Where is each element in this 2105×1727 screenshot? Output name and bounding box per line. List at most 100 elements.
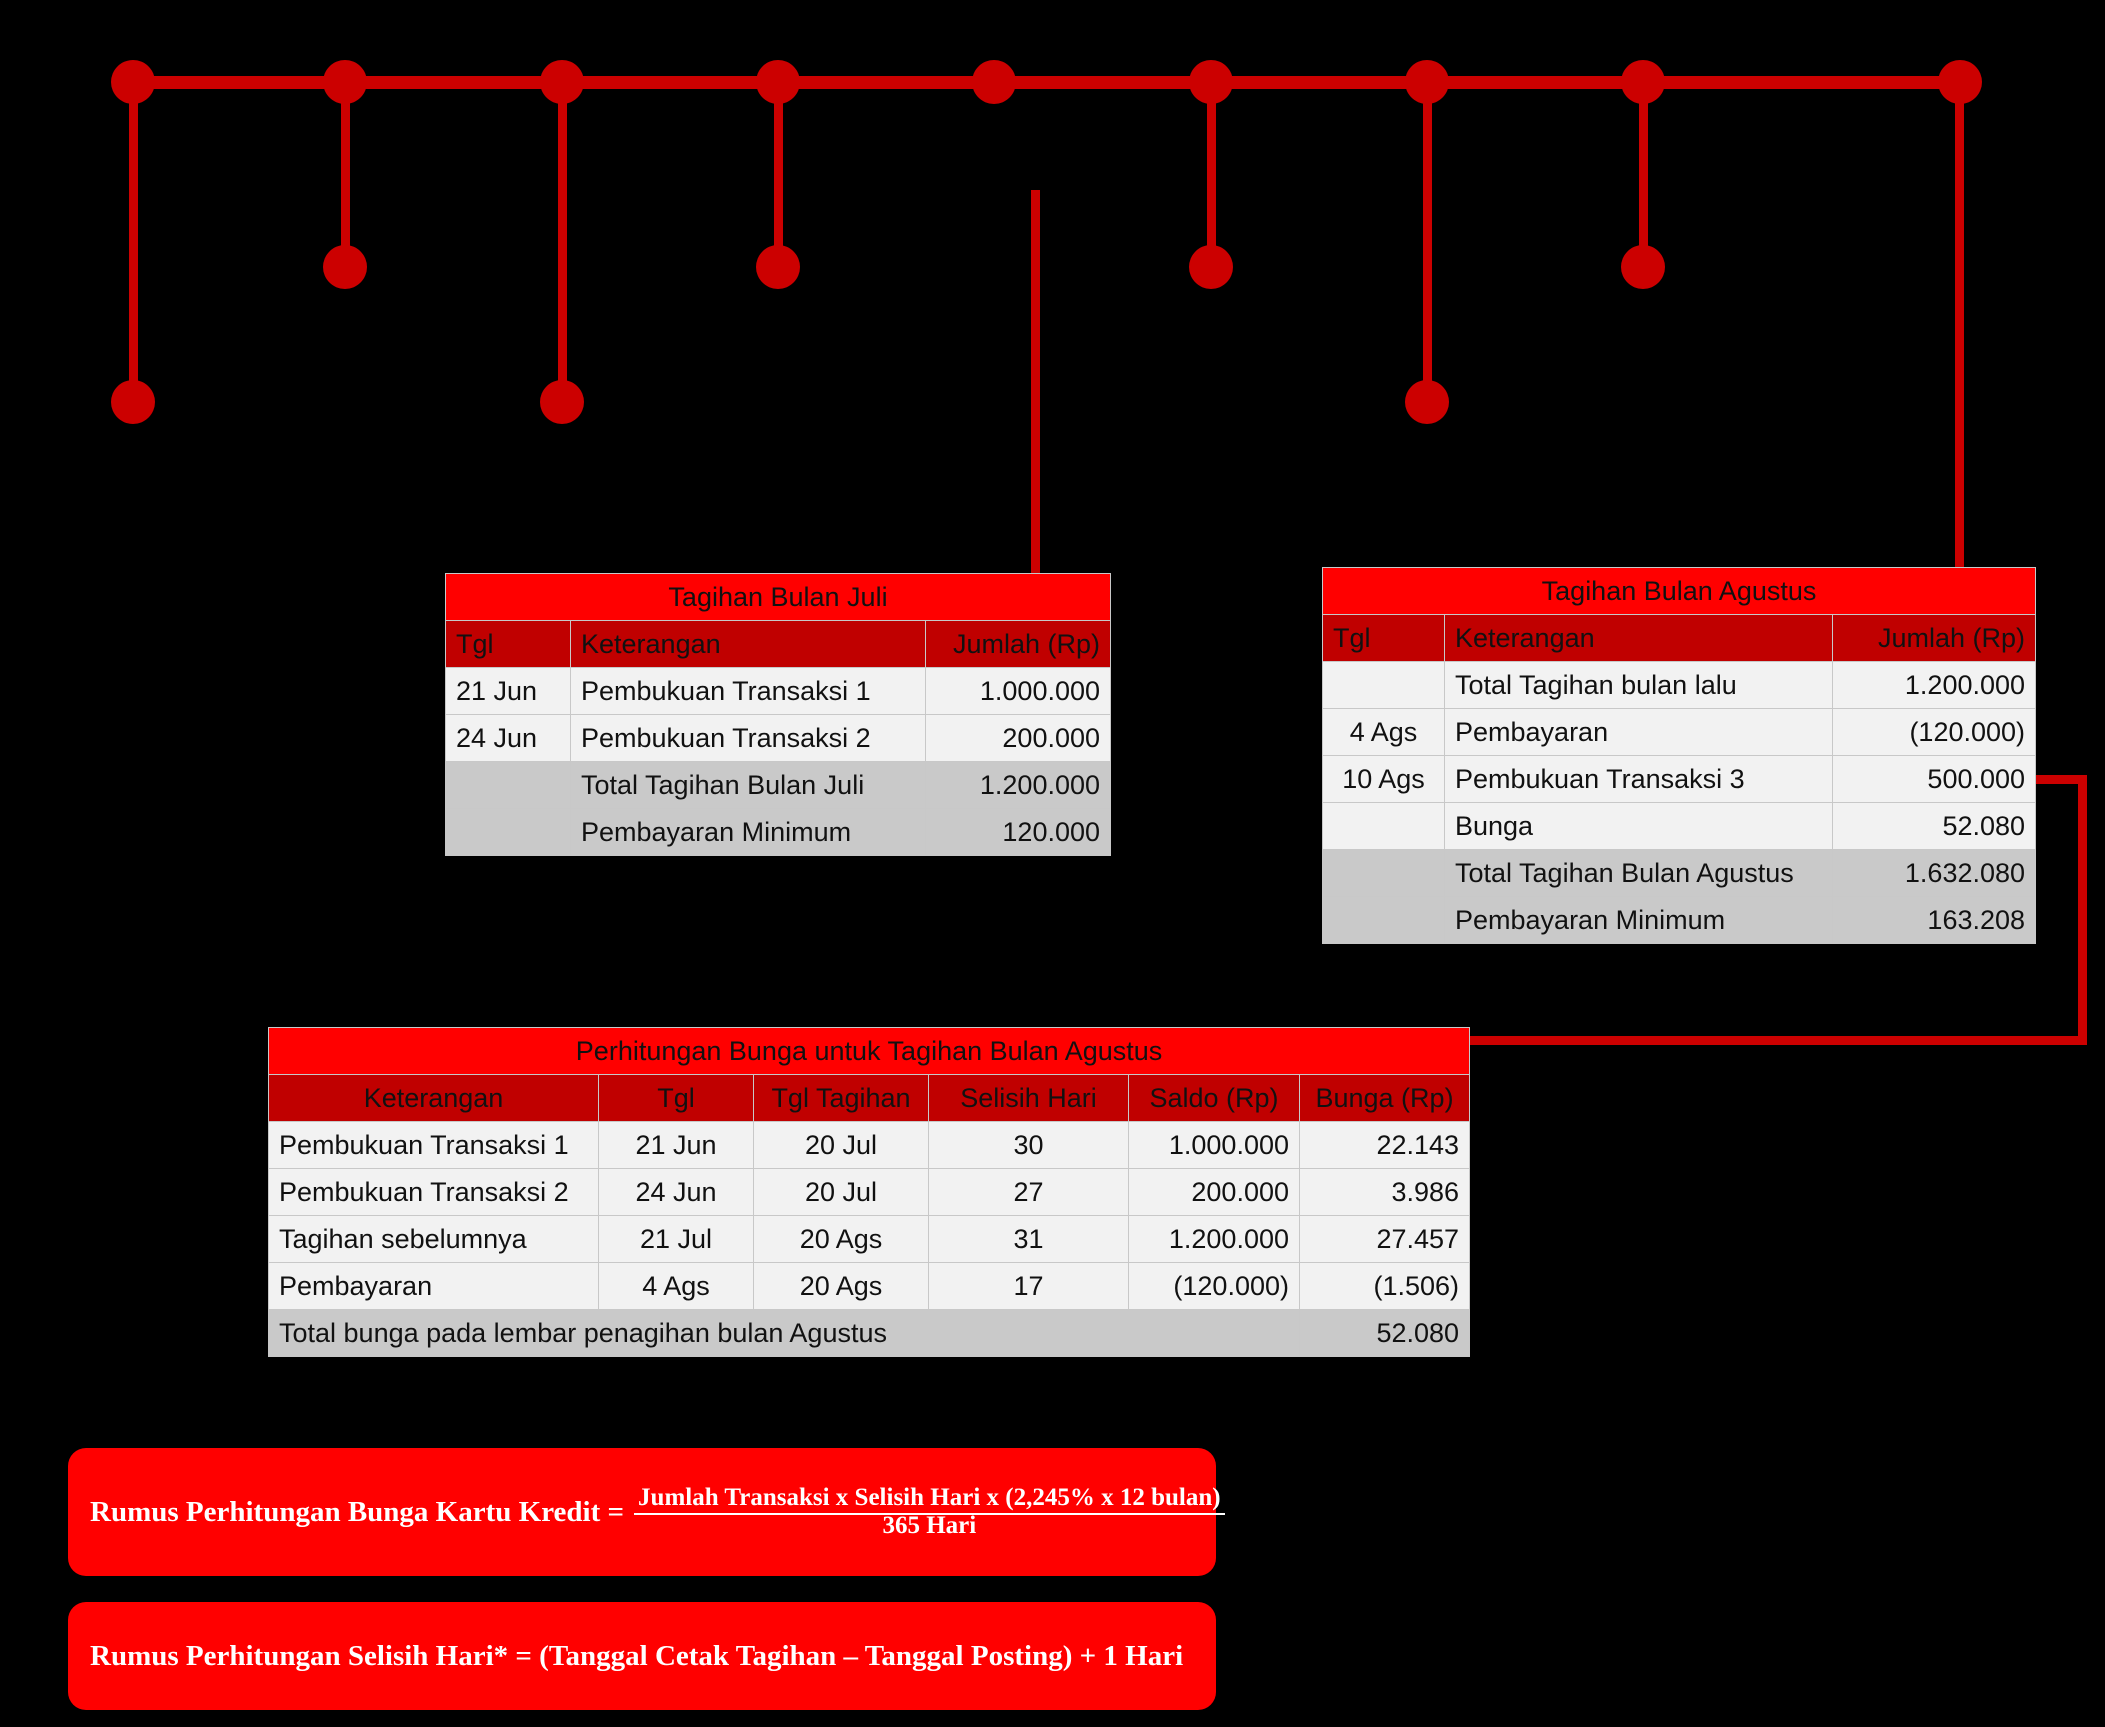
bunga-total-label: Total bunga pada lembar penagihan bulan … bbox=[268, 1309, 1300, 1357]
timeline-endpoint-dot-6[interactable] bbox=[1405, 380, 1449, 424]
bunga-row3-selisih: 17 bbox=[928, 1262, 1129, 1310]
agustus-header-row: Tgl Keterangan Jumlah (Rp) bbox=[1322, 614, 2037, 662]
bunga-row1-bunga: 3.986 bbox=[1298, 1168, 1471, 1216]
bunga-row1-keterangan: Pembukuan Transaksi 2 bbox=[268, 1168, 599, 1216]
bunga-header-saldo: Saldo (Rp) bbox=[1128, 1074, 1300, 1122]
agustus-row2-keterangan: Pembukuan Transaksi 3 bbox=[1444, 755, 1833, 803]
agustus-title-row: Tagihan Bulan Agustus bbox=[1321, 567, 2037, 615]
bunga-row0-tgl: 21 Jun bbox=[598, 1121, 754, 1169]
timeline-node-dot-3[interactable] bbox=[756, 60, 800, 104]
formula-selisih-hari-pill: Rumus Perhitungan Selisih Hari* = (Tangg… bbox=[68, 1602, 1216, 1710]
table-row: Total Tagihan Bulan Agustus 1.632.080 bbox=[1322, 849, 2037, 897]
timeline-stem-0 bbox=[128, 82, 138, 402]
juli-row1-tgl: 24 Jun bbox=[445, 714, 571, 762]
table-row: 21 Jun Pembukuan Transaksi 1 1.000.000 bbox=[445, 667, 1112, 715]
timeline-stem-1 bbox=[340, 82, 350, 267]
agustus-row1-keterangan: Pembayaran bbox=[1444, 708, 1833, 756]
juli-header-jumlah: Jumlah (Rp) bbox=[924, 620, 1112, 668]
agustus-row0-jumlah: 1.200.000 bbox=[1831, 661, 2037, 709]
agustus-row5-jumlah: 163.208 bbox=[1831, 896, 2037, 944]
table-row: Tagihan sebelumnya 21 Jul 20 Ags 31 1.20… bbox=[268, 1215, 1471, 1263]
bunga-row1-saldo: 200.000 bbox=[1128, 1168, 1300, 1216]
juli-table-connector bbox=[1031, 190, 1040, 575]
bunga-header-tgl: Tgl bbox=[598, 1074, 754, 1122]
formula-bunga-fraction: Jumlah Transaksi x Selisih Hari x (2,245… bbox=[634, 1484, 1225, 1540]
formula-bunga-pill: Rumus Perhitungan Bunga Kartu Kredit = J… bbox=[68, 1448, 1225, 1576]
formula-bunga-denominator: 365 Hari bbox=[882, 1512, 977, 1539]
agustus-row5-keterangan: Pembayaran Minimum bbox=[1444, 896, 1833, 944]
juli-row1-jumlah: 200.000 bbox=[924, 714, 1112, 762]
table-row: 24 Jun Pembukuan Transaksi 2 200.000 bbox=[445, 714, 1112, 762]
agustus-title: Tagihan Bulan Agustus bbox=[1321, 567, 2037, 615]
agustus-row3-keterangan: Bunga bbox=[1444, 802, 1833, 850]
juli-row3-keterangan: Pembayaran Minimum bbox=[570, 808, 926, 856]
agustus-header-keterangan: Keterangan bbox=[1444, 614, 1833, 662]
timeline-node-dot-4[interactable] bbox=[972, 60, 1016, 104]
timeline-endpoint-dot-1[interactable] bbox=[323, 245, 367, 289]
agustus-row4-jumlah: 1.632.080 bbox=[1831, 849, 2037, 897]
bunga-row3-bunga: (1.506) bbox=[1298, 1262, 1471, 1310]
bunga-header-selisih: Selisih Hari bbox=[928, 1074, 1129, 1122]
bunga-header-row: Keterangan Tgl Tgl Tagihan Selisih Hari … bbox=[268, 1074, 1471, 1122]
timeline-stem-5 bbox=[1206, 82, 1216, 267]
juli-row1-keterangan: Pembukuan Transaksi 2 bbox=[570, 714, 926, 762]
timeline-endpoint-dot-3[interactable] bbox=[756, 245, 800, 289]
bunga-row0-tgl-tagihan: 20 Jul bbox=[753, 1121, 929, 1169]
bunga-header-keterangan: Keterangan bbox=[268, 1074, 599, 1122]
timeline-node-dot-6[interactable] bbox=[1405, 60, 1449, 104]
juli-row2-tgl bbox=[445, 761, 571, 809]
table-tagihan-juli: Tagihan Bulan Juli Tgl Keterangan Jumlah… bbox=[444, 573, 1112, 856]
agustus-row2-tgl: 10 Ags bbox=[1322, 755, 1445, 803]
juli-row0-jumlah: 1.000.000 bbox=[924, 667, 1112, 715]
bunga-row2-saldo: 1.200.000 bbox=[1128, 1215, 1300, 1263]
timeline-node-dot-1[interactable] bbox=[323, 60, 367, 104]
agustus-row2-jumlah: 500.000 bbox=[1831, 755, 2037, 803]
juli-title: Tagihan Bulan Juli bbox=[444, 573, 1112, 621]
bunga-row2-bunga: 27.457 bbox=[1298, 1215, 1471, 1263]
bunga-header-tgl-tagihan: Tgl Tagihan bbox=[753, 1074, 929, 1122]
agustus-row5-tgl bbox=[1322, 896, 1445, 944]
formula-selisih-hari-text: Rumus Perhitungan Selisih Hari* = (Tangg… bbox=[90, 1639, 1184, 1672]
agustus-to-bunga-connector-h2 bbox=[1463, 1036, 2087, 1045]
bunga-row2-tgl-tagihan: 20 Ags bbox=[753, 1215, 929, 1263]
timeline-rail bbox=[133, 76, 1960, 89]
timeline-node-dot-7[interactable] bbox=[1621, 60, 1665, 104]
timeline-node-dot-0[interactable] bbox=[111, 60, 155, 104]
agustus-row3-jumlah: 52.080 bbox=[1831, 802, 2037, 850]
table-row: Pembayaran Minimum 163.208 bbox=[1322, 896, 2037, 944]
bunga-row2-tgl: 21 Jul bbox=[598, 1215, 754, 1263]
juli-header-row: Tgl Keterangan Jumlah (Rp) bbox=[445, 620, 1112, 668]
agustus-row4-keterangan: Total Tagihan Bulan Agustus bbox=[1444, 849, 1833, 897]
bunga-row0-selisih: 30 bbox=[928, 1121, 1129, 1169]
agustus-table-connector bbox=[1955, 78, 1964, 570]
agustus-header-jumlah: Jumlah (Rp) bbox=[1831, 614, 2037, 662]
table-perhitungan-bunga: Perhitungan Bunga untuk Tagihan Bulan Ag… bbox=[267, 1027, 1471, 1357]
timeline-node-dot-2[interactable] bbox=[540, 60, 584, 104]
agustus-to-bunga-connector-v bbox=[2078, 775, 2087, 1045]
juli-row2-jumlah: 1.200.000 bbox=[924, 761, 1112, 809]
table-row: Bunga 52.080 bbox=[1322, 802, 2037, 850]
agustus-row0-keterangan: Total Tagihan bulan lalu bbox=[1444, 661, 1833, 709]
juli-header-tgl: Tgl bbox=[445, 620, 571, 668]
bunga-row1-tgl: 24 Jun bbox=[598, 1168, 754, 1216]
bunga-row2-keterangan: Tagihan sebelumnya bbox=[268, 1215, 599, 1263]
formula-bunga-numerator: Jumlah Transaksi x Selisih Hari x (2,245… bbox=[634, 1484, 1225, 1515]
juli-title-row: Tagihan Bulan Juli bbox=[444, 573, 1112, 621]
table-row: 10 Ags Pembukuan Transaksi 3 500.000 bbox=[1322, 755, 2037, 803]
agustus-to-bunga-connector-h1 bbox=[2035, 775, 2087, 784]
agustus-row3-tgl bbox=[1322, 802, 1445, 850]
juli-row2-keterangan: Total Tagihan Bulan Juli bbox=[570, 761, 926, 809]
bunga-row0-bunga: 22.143 bbox=[1298, 1121, 1471, 1169]
timeline-endpoint-dot-7[interactable] bbox=[1621, 245, 1665, 289]
timeline-endpoint-dot-5[interactable] bbox=[1189, 245, 1233, 289]
agustus-row0-tgl bbox=[1322, 661, 1445, 709]
table-row: Pembukuan Transaksi 1 21 Jun 20 Jul 30 1… bbox=[268, 1121, 1471, 1169]
timeline-endpoint-dot-0[interactable] bbox=[111, 380, 155, 424]
timeline-node-dot-5[interactable] bbox=[1189, 60, 1233, 104]
agustus-row1-jumlah: (120.000) bbox=[1831, 708, 2037, 756]
bunga-title: Perhitungan Bunga untuk Tagihan Bulan Ag… bbox=[267, 1027, 1471, 1075]
bunga-row0-saldo: 1.000.000 bbox=[1128, 1121, 1300, 1169]
agustus-header-tgl: Tgl bbox=[1322, 614, 1445, 662]
timeline-endpoint-dot-2[interactable] bbox=[540, 380, 584, 424]
timeline-stem-6 bbox=[1422, 82, 1432, 402]
